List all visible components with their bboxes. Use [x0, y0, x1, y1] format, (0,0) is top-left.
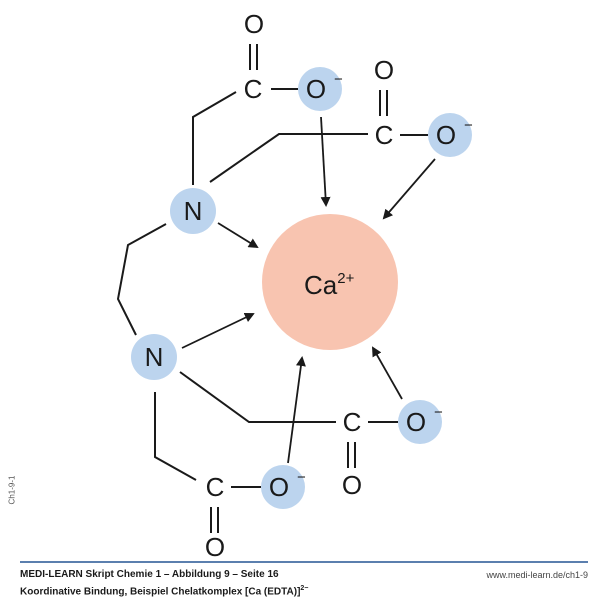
footer-title: MEDI-LEARN Skript Chemie 1 – Abbildung 9… [20, 569, 279, 580]
svg-text:−: − [464, 117, 473, 134]
svg-text:−: − [297, 469, 306, 486]
oxygen-right: O [374, 55, 394, 85]
oxygen-lower-right: O [342, 470, 362, 500]
calcium-ion-circle [262, 214, 398, 350]
oxide-top: O − [298, 67, 343, 111]
carbon-right: C [375, 120, 394, 150]
arrow-n1-to-ca [217, 222, 259, 249]
caption-text: Koordinative Bindung, Beispiel Chelatkom… [20, 586, 301, 598]
oxide-lower-right: O − [398, 400, 443, 444]
figure-id-vertical: Ch1-9-1 [2, 470, 22, 510]
svg-text:N: N [184, 196, 203, 226]
bond-n1-ch2-c1 [192, 91, 237, 185]
carbon-bottom: C [206, 472, 225, 502]
footer-divider [20, 561, 588, 563]
bond-ethylene-bridge [116, 223, 167, 336]
arrow-o4-to-ca [287, 356, 306, 464]
oxygen-bottom: O [205, 532, 225, 560]
svg-text:O: O [436, 120, 456, 150]
svg-text:O: O [406, 407, 426, 437]
oxide-right: O − [428, 113, 473, 157]
arrow-n2-to-ca [181, 312, 255, 349]
svg-text:N: N [145, 342, 164, 372]
bond-n2-ch2-c4 [154, 392, 197, 481]
figure-id-text: Ch1-9-1 [7, 475, 17, 505]
oxygen-top: O [244, 9, 264, 39]
svg-text:−: − [334, 71, 343, 88]
bond-n1-ch2-c2 [209, 133, 368, 183]
calcium-ion-label: Ca2+ [304, 270, 355, 300]
arrow-o3-to-ca [372, 346, 403, 400]
footer-caption: Koordinative Bindung, Beispiel Chelatkom… [20, 585, 308, 597]
carbon-lower-right: C [343, 407, 362, 437]
bond-n2-ch2-c3 [179, 371, 336, 423]
edta-complex-diagram: Ca2+ N N O − O − O − O − C C C C [116, 9, 473, 560]
nitrogen-upper: N [170, 188, 216, 234]
arrow-o1-to-ca [320, 116, 331, 207]
svg-text:O: O [269, 472, 289, 502]
footer-url-link[interactable]: www.medi-learn.de/ch1-9 [486, 570, 588, 580]
caption-charge: 2− [300, 585, 309, 592]
bonds [116, 44, 428, 533]
coordination-arrows [181, 116, 436, 464]
svg-text:−: − [434, 404, 443, 421]
svg-text:O: O [306, 74, 326, 104]
nitrogen-lower: N [131, 334, 177, 380]
oxide-bottom: O − [261, 465, 306, 509]
arrow-o2-to-ca [382, 158, 436, 220]
carbon-top: C [244, 74, 263, 104]
